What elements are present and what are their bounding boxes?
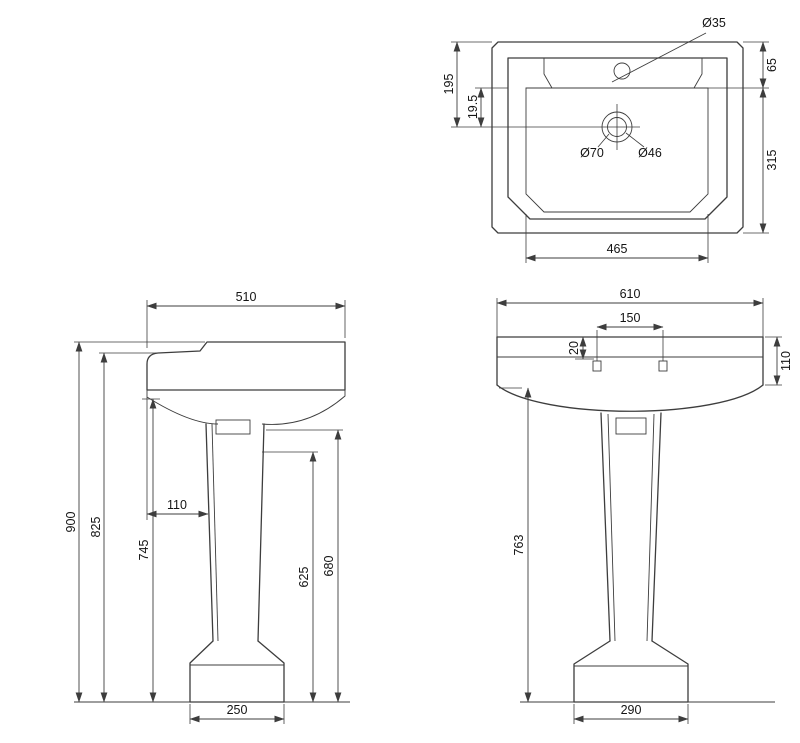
side-bowl-underside-back — [261, 390, 346, 425]
dim-dia46-label: Ø46 — [638, 146, 662, 160]
drain — [594, 104, 645, 150]
dim-195-label: 195 — [442, 74, 456, 95]
dim-250-label: 250 — [227, 703, 248, 717]
front-tap-hole-right — [658, 360, 668, 372]
drain-leader-left — [597, 133, 610, 148]
dim-dia35-label: Ø35 — [702, 16, 726, 30]
dim-290-label: 290 — [621, 703, 642, 717]
dim-110-front-label: 110 — [779, 351, 793, 371]
dim-745: 745 — [137, 398, 160, 703]
dim-510-label: 510 — [236, 290, 257, 304]
dim-900-label: 900 — [64, 512, 78, 533]
tap-hole-leader — [611, 32, 707, 83]
dim-19-5: 19.5 — [466, 87, 508, 128]
dim-625-label: 625 — [297, 567, 311, 588]
dim-763-label: 763 — [512, 535, 526, 556]
dim-465-label: 465 — [607, 242, 628, 256]
dim-110-side-label: 110 — [167, 498, 187, 512]
dim-150: 150 — [596, 311, 664, 361]
front-view: 610 150 20 110 763 — [496, 287, 793, 724]
dim-65: 65 — [708, 41, 779, 89]
side-basin-profile — [146, 341, 346, 391]
dim-900: 900 — [64, 341, 205, 703]
dim-290: 290 — [573, 703, 689, 724]
dim-150-label: 150 — [620, 311, 641, 325]
side-overflow-detail — [215, 419, 251, 435]
tap-hole — [613, 62, 631, 80]
front-pedestal-facet-left — [607, 413, 616, 642]
dim-825: 825 — [89, 352, 158, 703]
dim-110-side: 110 — [146, 397, 209, 520]
dim-250: 250 — [189, 703, 285, 724]
dim-625: 625 — [262, 451, 318, 703]
dim-763: 763 — [499, 387, 532, 703]
dim-610: 610 — [496, 287, 764, 337]
plan-left-notch — [543, 58, 553, 89]
dim-19-5-label: 19.5 — [466, 95, 480, 119]
dim-680: 680 — [266, 429, 343, 703]
dim-510: 510 — [146, 290, 346, 348]
dim-65-label: 65 — [765, 58, 779, 72]
dim-610-label: 610 — [620, 287, 641, 301]
front-basin — [496, 336, 764, 435]
dim-dia70-label: Ø70 — [580, 146, 604, 160]
front-overflow-detail — [615, 417, 647, 435]
dim-465: 465 — [525, 214, 709, 263]
dim-20-label: 20 — [567, 341, 581, 355]
plan-inner-rim — [507, 57, 728, 220]
dim-195: 195 — [442, 41, 594, 128]
side-bowl-underside-front — [146, 390, 219, 425]
dim-680-label: 680 — [322, 556, 336, 577]
dim-745-label: 745 — [137, 540, 151, 561]
dim-20: 20 — [567, 336, 594, 360]
side-pedestal-facet — [211, 423, 219, 642]
front-tap-hole-left — [592, 360, 602, 372]
front-pedestal — [573, 412, 689, 703]
plan-right-notch — [693, 58, 703, 89]
side-pedestal — [189, 423, 285, 703]
dim-315: 315 — [743, 87, 779, 234]
top-view: Ø35 Ø70 Ø46 195 19.5 65 315 — [442, 16, 779, 263]
dim-110-front: 110 — [765, 336, 793, 386]
side-view: 510 900 825 745 110 625 — [64, 290, 350, 724]
front-pedestal-facet-right — [646, 413, 655, 642]
front-bowl-curve — [496, 384, 764, 412]
dim-315-label: 315 — [765, 150, 779, 171]
drain-leader-right — [625, 132, 645, 148]
plan-outer-outline — [491, 41, 744, 234]
dim-825-label: 825 — [89, 517, 103, 538]
